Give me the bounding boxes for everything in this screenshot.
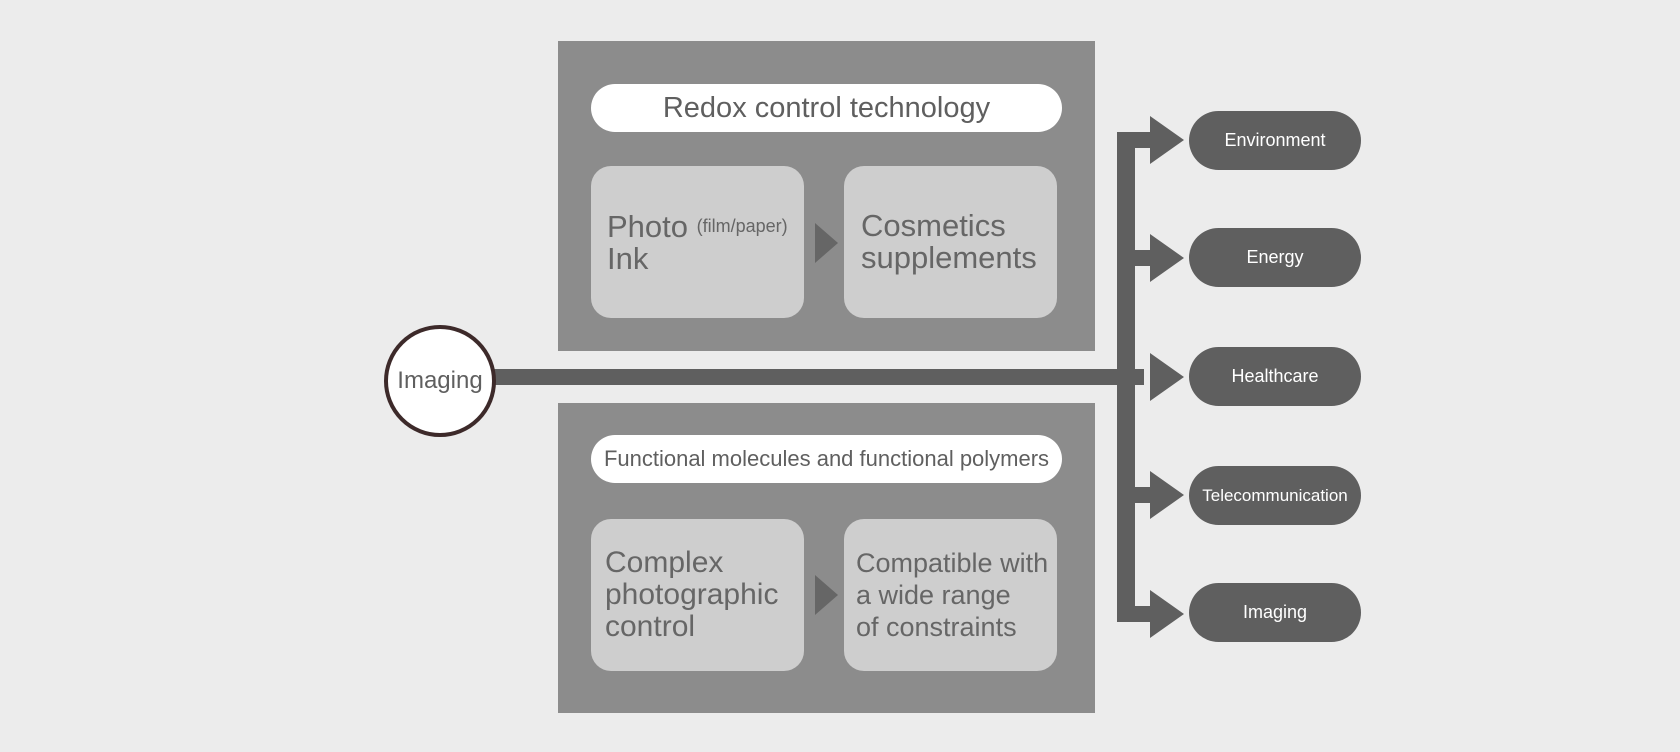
arrow-head-environment-icon [1150,116,1184,164]
constraints-label: of constraints [856,612,1017,642]
output-telecommunication: Telecommunication [1189,466,1361,525]
branch-line-telecommunication [1117,487,1151,503]
film-paper-note: (film/paper) [696,215,788,236]
output-healthcare: Healthcare [1189,347,1361,406]
output-environment: Environment [1189,111,1361,170]
imaging-source-label: Imaging [397,367,483,394]
redox-control-panel: Redox control technology Photo (film/pap… [558,41,1095,351]
bottom-panel-arrow-icon [815,575,838,615]
photo-ink-card-line-1: Photo (film/paper) [607,210,804,243]
ink-label: Ink [607,240,649,276]
redox-control-title: Redox control technology [591,84,1062,132]
arrow-head-healthcare-icon [1150,353,1184,401]
output-imaging: Imaging [1189,583,1361,642]
photo-ink-card: Photo (film/paper) Ink [591,166,804,318]
compatible-constraints-card: Compatible with a wide range of constrai… [844,519,1057,671]
compatible-with-label: Compatible with [856,548,1049,578]
branch-line-imaging [1117,606,1151,622]
top-panel-arrow-icon [815,223,838,263]
branch-line-environment [1117,132,1151,148]
main-connector-line [494,369,1144,385]
wide-range-label: a wide range [856,580,1011,610]
arrow-head-imaging-icon [1150,590,1184,638]
branch-line-energy [1117,250,1151,266]
cosmetics-label: Cosmetics [861,208,1006,243]
functional-molecules-panel: Functional molecules and functional poly… [558,403,1095,713]
photo-label: Photo [607,208,689,244]
cosmetics-supplements-card: Cosmetics supplements [844,166,1057,318]
vertical-distribution-bar [1117,132,1135,622]
complex-label: Complex [605,546,724,579]
control-label: control [605,610,696,643]
arrow-head-energy-icon [1150,234,1184,282]
imaging-source-circle: Imaging [384,325,496,437]
complex-photographic-control-card: Complex photographic control [591,519,804,671]
arrow-head-telecommunication-icon [1150,471,1184,519]
functional-molecules-title: Functional molecules and functional poly… [591,435,1062,483]
photographic-label: photographic [605,578,779,611]
output-energy: Energy [1189,228,1361,287]
supplements-label: supplements [861,240,1037,275]
